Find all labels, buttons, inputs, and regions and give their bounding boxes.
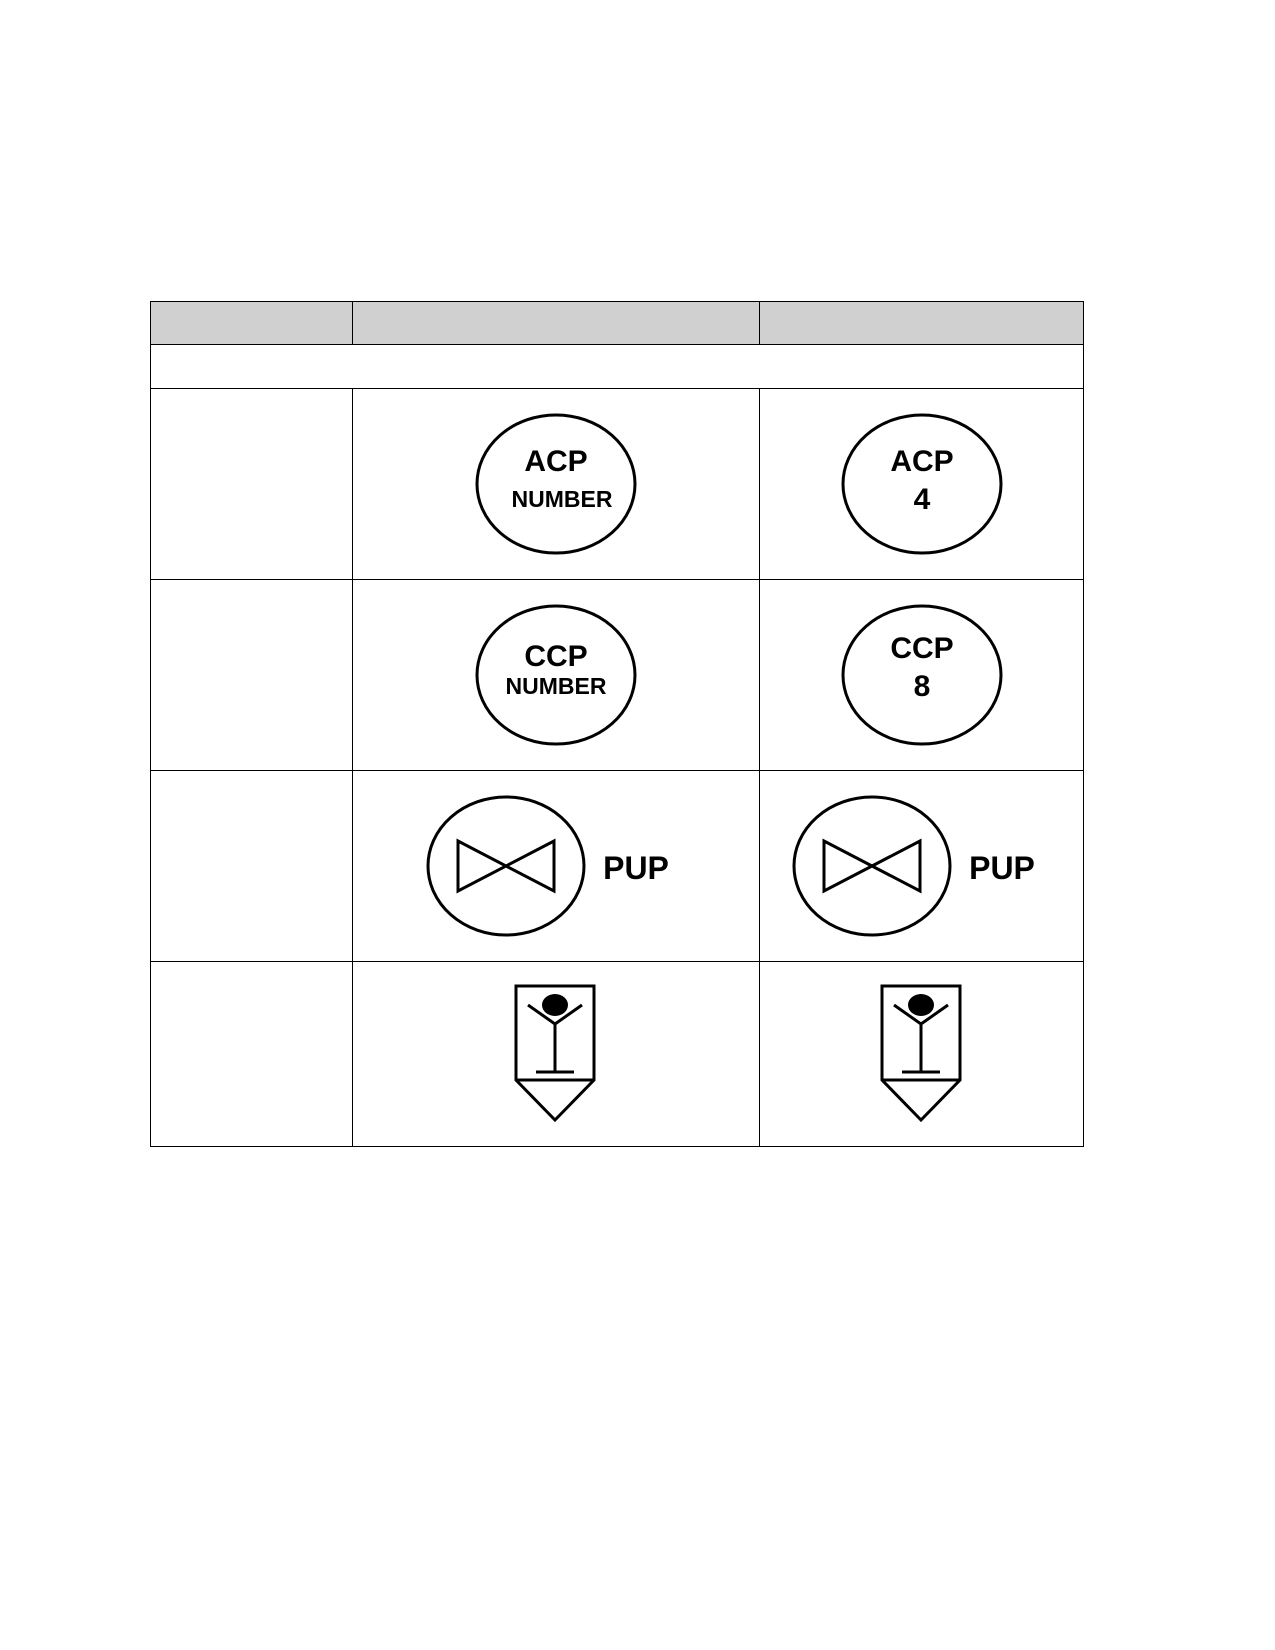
table-row-ccp: CCP NUMBER CCP 8 (150, 579, 1084, 771)
oval-ccp-symbol: CCP NUMBER (475, 604, 637, 746)
label-cell-ccp (150, 579, 353, 771)
ccp-symbol-line1: CCP (524, 640, 587, 673)
example-cell-acp: ACP 4 (759, 388, 1084, 580)
label-cell-person (150, 961, 353, 1147)
acp-example-line2: 4 (913, 483, 930, 516)
oval-acp-symbol: ACP NUMBER (475, 413, 637, 555)
bowtie-valve-oval-icon: PUP (426, 795, 669, 937)
table-header-row (150, 301, 1084, 345)
table-row-acp: ACP NUMBER ACP 4 (150, 388, 1084, 580)
acp-example-line1: ACP (890, 445, 953, 478)
header-cell-1 (150, 301, 353, 345)
ccp-symbol-line2: NUMBER (506, 673, 607, 699)
section-row (150, 344, 1084, 389)
acp-symbol-line2: NUMBER (512, 486, 613, 512)
person-in-pointed-marker-icon (514, 984, 596, 1123)
header-cell-3 (759, 301, 1084, 345)
symbol-cell-pup: PUP (352, 770, 760, 962)
header-cell-2 (352, 301, 760, 345)
bowtie-valve-oval-example-icon: PUP (792, 795, 1035, 937)
symbol-cell-ccp: CCP NUMBER (352, 579, 760, 771)
example-cell-person (759, 961, 1084, 1147)
person-in-pointed-marker-example-icon (880, 984, 961, 1123)
label-cell-pup (150, 770, 353, 962)
symbol-cell-person (352, 961, 760, 1147)
symbol-cell-acp: ACP NUMBER (352, 388, 760, 580)
pup-symbol-label: PUP (603, 850, 669, 886)
acp-symbol-line1: ACP (524, 445, 587, 478)
ccp-example-line1: CCP (890, 632, 953, 665)
symbol-table: ACP NUMBER ACP 4 CCP NUMBER CCP (150, 301, 1084, 1147)
oval-ccp-example: CCP 8 (841, 604, 1002, 746)
example-cell-pup: PUP (759, 770, 1084, 962)
table-row-pup: PUP PUP (150, 770, 1084, 962)
table-row-person (150, 961, 1084, 1147)
oval-acp-example: ACP 4 (841, 413, 1002, 555)
pup-example-label: PUP (969, 850, 1035, 886)
ccp-example-line2: 8 (913, 670, 930, 703)
example-cell-ccp: CCP 8 (759, 579, 1084, 771)
section-cell (150, 344, 1084, 389)
label-cell-acp (150, 388, 353, 580)
